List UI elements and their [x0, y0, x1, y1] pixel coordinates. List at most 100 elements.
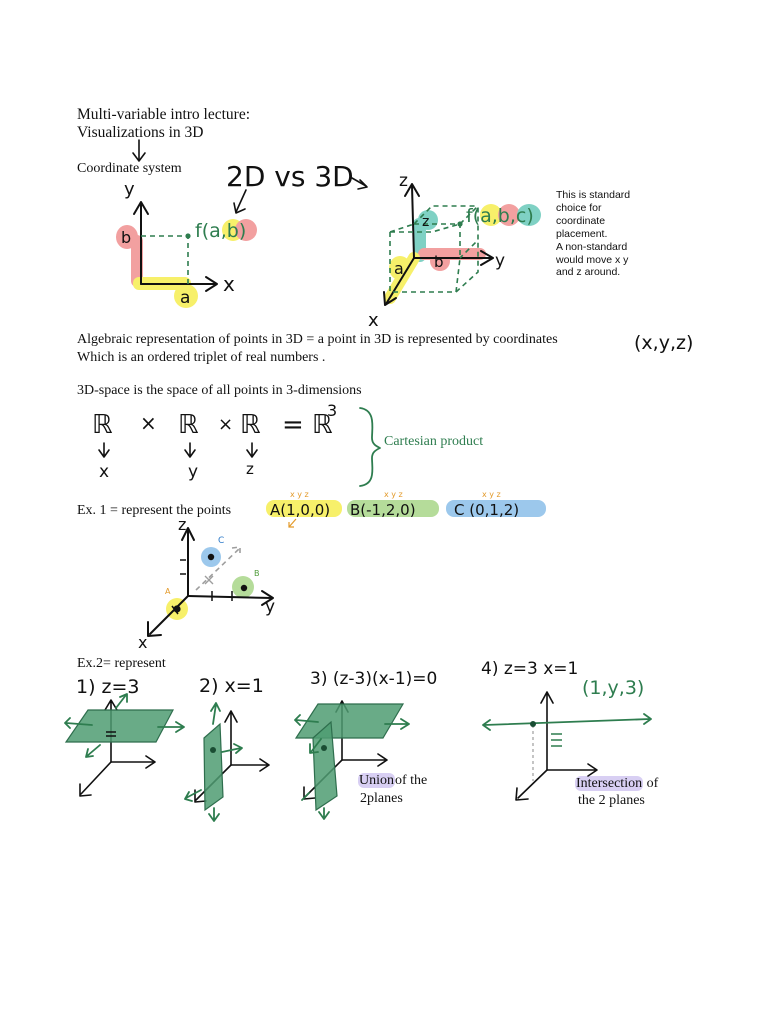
- ex1-x-label: x: [138, 633, 147, 652]
- example-2-label: Ex.2= represent: [77, 656, 166, 671]
- tag-c: C: [218, 536, 224, 546]
- algebraic-representation-line: Algebraic representation of points in 3D…: [77, 332, 558, 347]
- equals-r: = ℝ: [282, 410, 333, 440]
- point-b-dot: [240, 584, 248, 592]
- ex1-y-label: y: [265, 597, 275, 617]
- xyz-hint-c: x y z: [482, 490, 501, 499]
- f-abc-label: f(a,b,c): [466, 205, 534, 227]
- eq-2: 2) x=1: [199, 675, 264, 697]
- a3-highlight: [389, 256, 411, 280]
- intersection-point: [530, 721, 536, 727]
- ex1-y-arrowhead: [261, 590, 274, 606]
- union-rest: of the: [395, 773, 428, 788]
- fc3-highlight: [517, 204, 541, 226]
- b-highlight: [116, 225, 138, 249]
- f-ab-label: f(a,b): [195, 220, 246, 242]
- fb-highlight: [235, 219, 257, 241]
- union-caption-line-2: 2planes: [360, 791, 403, 806]
- x3-axis-label: x: [368, 310, 379, 331]
- y3-axis-arrowhead: [480, 250, 494, 266]
- intersection-line: [482, 713, 652, 731]
- point-c-dot: [207, 553, 215, 561]
- xyz-hint-b: x y z: [384, 490, 403, 499]
- note-line: and z around.: [556, 266, 621, 279]
- fb3-highlight: [498, 204, 520, 226]
- planes-intersection-line: [482, 691, 652, 801]
- plane-1: [64, 709, 174, 743]
- cartesian-product-expression: ℝ × ℝ × ℝ = ℝ 3 x y z: [92, 401, 381, 487]
- ex1-z-label: z: [178, 515, 186, 534]
- point-c: C (0,1,2): [454, 501, 519, 519]
- ex1-z-arrowhead: [181, 527, 195, 541]
- example-1-axes-diagram: z y x C B A: [138, 515, 275, 652]
- a-highlight: [174, 284, 198, 308]
- tag-b: B: [254, 569, 260, 578]
- eq-4: 4) z=3 x=1: [481, 659, 578, 679]
- note-line: coordinate: [556, 214, 606, 227]
- note-line: This is standard: [556, 189, 631, 201]
- x-axis-arrowhead: [205, 276, 218, 292]
- x-axis-label: x: [223, 272, 235, 296]
- a3-label: a: [394, 259, 404, 278]
- xyz-hint-a: x y z: [290, 490, 309, 499]
- r-1: ℝ: [92, 410, 113, 440]
- title-line-2: Visualizations in 3D: [77, 124, 204, 141]
- example-1-label: Ex. 1 = represent the points: [77, 503, 232, 518]
- 2d-vs-3d-text: 2D vs 3D: [226, 160, 354, 193]
- 3d-space-definition: 3D-space is the space of all points in 3…: [77, 383, 362, 398]
- fa3-highlight: [480, 204, 502, 226]
- x3-axis: [385, 257, 415, 305]
- z-axis-arrowhead: [404, 183, 420, 197]
- z-variable: z: [246, 460, 254, 478]
- note-line: A non-standard: [556, 240, 628, 253]
- line-point: (1,y,3): [582, 677, 644, 699]
- point-a-dot: [173, 605, 181, 613]
- r-2: ℝ: [178, 410, 199, 440]
- y3-axis-label: y: [495, 251, 505, 271]
- standard-placement-note: This is standard choice for coordinate p…: [556, 189, 652, 279]
- example-1-points: A(1,0,0) B(-1,2,0) C (0,1,2) x y z x y z…: [266, 490, 546, 528]
- plane-3b: [312, 720, 338, 812]
- y-variable: y: [188, 462, 198, 482]
- z-axis-label: z: [399, 171, 408, 191]
- y-axis-arrowhead: [133, 201, 149, 215]
- 3d-coordinate-diagram: z y x z a b f(a,b,c): [368, 171, 541, 331]
- plane-z-equals-3: [64, 693, 185, 797]
- tick-marks: [171, 559, 233, 615]
- intersection-caption: Intersection of: [575, 776, 658, 792]
- arrow-r2: [184, 442, 196, 458]
- x-variable: x: [99, 462, 109, 482]
- ex1-y-axis: [187, 595, 273, 599]
- c-dashed-guide: [195, 546, 241, 591]
- point-b: B(-1,2,0): [350, 501, 416, 519]
- z-axis: [411, 185, 415, 259]
- tag-a: A: [165, 587, 171, 596]
- plane-3-arrows: [294, 714, 410, 820]
- union-caption: Unionof the: [358, 773, 427, 789]
- xyz-coordinates: (x,y,z): [634, 332, 693, 354]
- c3-label: z: [422, 214, 429, 230]
- planes-union: [294, 700, 410, 820]
- arrow-r1: [98, 442, 110, 458]
- example-2-equations: 1) z=3 2) x=1 3) (z-3)(x-1)=0 4) z=3 x=1…: [76, 659, 644, 699]
- eq-1: 1) z=3: [76, 676, 140, 698]
- intersection-caption-line-2: the 2 planes: [578, 793, 645, 808]
- times-2: ×: [218, 414, 233, 435]
- intersection-rest: of: [646, 776, 659, 791]
- plane-2: [203, 722, 224, 812]
- 2d-coordinate-diagram: y x b a f(a,b): [116, 179, 257, 308]
- b-label: b: [121, 228, 131, 247]
- title-down-arrow: [132, 139, 146, 162]
- ordered-triplet-line: Which is an ordered triplet of real numb…: [77, 350, 326, 365]
- x3-axis-arrowhead: [383, 291, 397, 306]
- point-a-highlight: [266, 500, 342, 517]
- ex1-x-arrowhead: [147, 621, 162, 637]
- title-line-1: Multi-variable intro lecture:: [77, 106, 251, 123]
- dashed-projection: [141, 235, 189, 284]
- b3-highlight: [430, 251, 450, 271]
- cube-exponent: 3: [327, 401, 337, 420]
- point-f-abc: [457, 221, 463, 227]
- plane-2-arrows: [184, 702, 243, 822]
- point-a: A(1,0,0): [270, 501, 330, 519]
